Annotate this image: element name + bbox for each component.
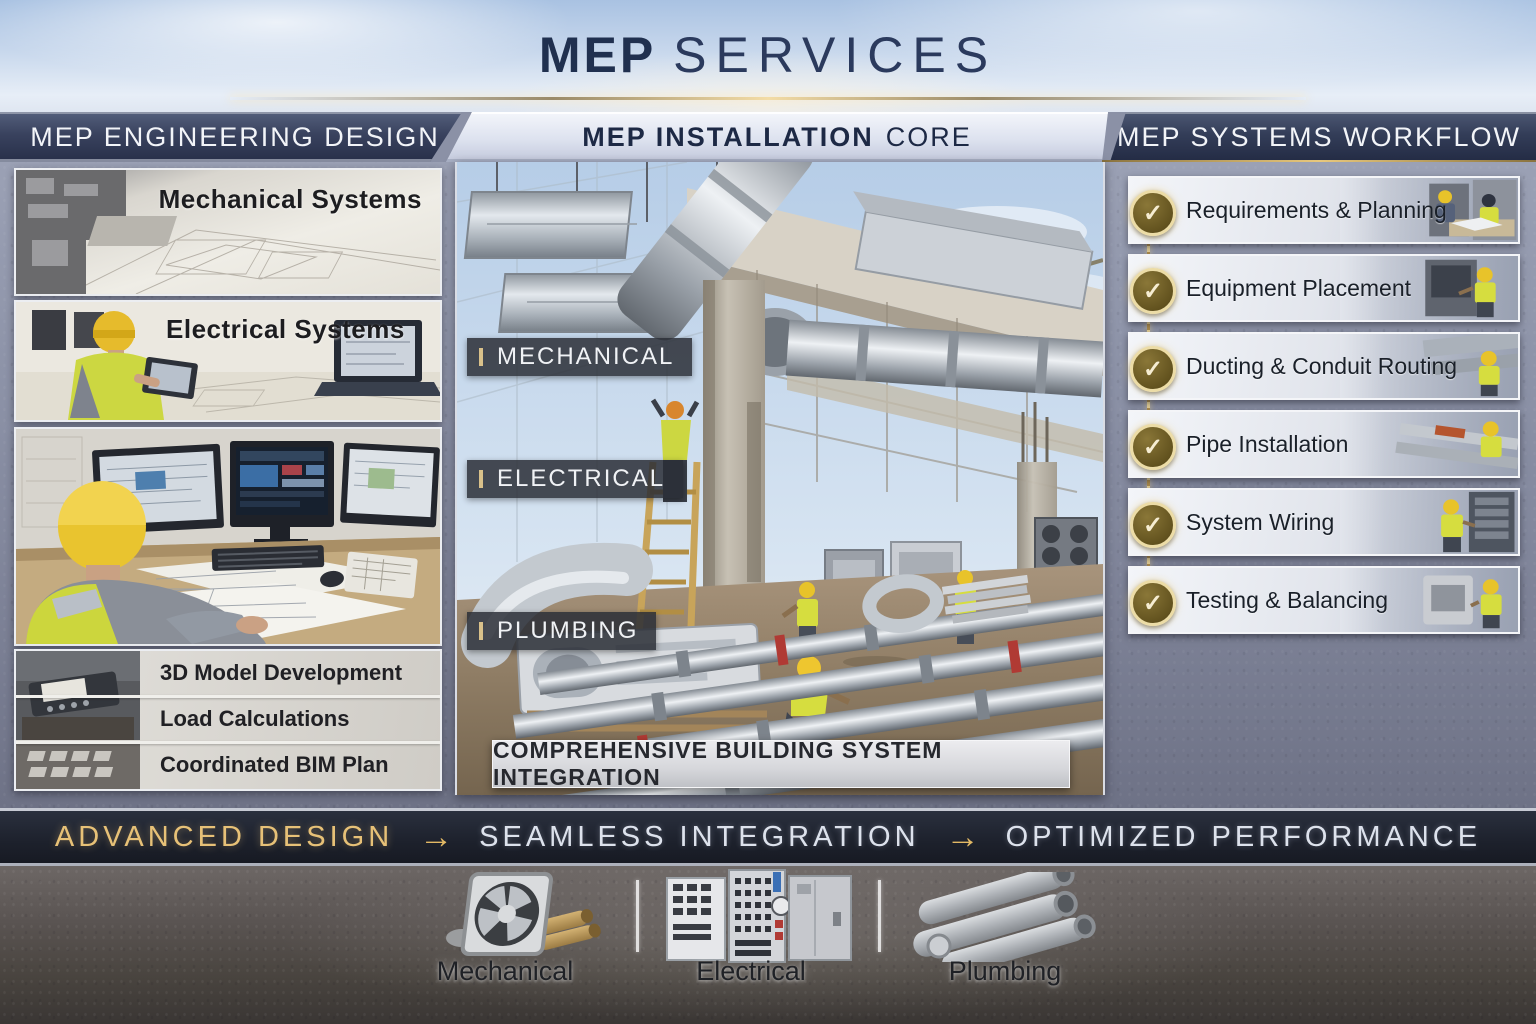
tag-label: ELECTRICAL [497, 465, 666, 492]
workflow-item-label: Pipe Installation [1186, 430, 1349, 457]
workflow-item-label: Testing & Balancing [1186, 586, 1389, 613]
deliverable-load-calculations: Load Calculations [144, 697, 440, 741]
check-icon: ✓ [1130, 190, 1176, 236]
icon-label-mechanical: Mechanical [436, 956, 574, 986]
deliverable-label: Coordinated BIM Plan [160, 752, 389, 777]
tag-tick-icon [479, 470, 483, 488]
workstation-illustration [16, 429, 440, 644]
panel-design-deliverables: 3D Model Development Load Calculations C… [14, 649, 442, 791]
panel-title-mechanical-systems: Mechanical Systems [158, 184, 422, 214]
title-light: SERVICES [673, 27, 998, 83]
deliverable-3d-model: 3D Model Development [144, 651, 440, 695]
workflow-item-photo [1339, 490, 1518, 554]
check-icon: ✓ [1130, 502, 1176, 548]
check-glyph: ✓ [1142, 589, 1164, 617]
panel-mechanical-systems: Mechanical Systems [14, 168, 442, 296]
workflow-item-label: Requirements & Planning [1186, 196, 1447, 223]
thumbnail-bim-grid [16, 743, 140, 789]
workflow-item-label: System Wiring [1186, 508, 1335, 535]
tag-tick-icon [479, 348, 483, 366]
icon-separator [636, 880, 639, 952]
engineer-tablet-illustration [16, 302, 440, 420]
tag-electrical: ELECTRICAL [467, 460, 684, 498]
header-engineering-design: MEP ENGINEERING DESIGN [0, 112, 462, 162]
check-icon: ✓ [1130, 580, 1176, 626]
workflow-item-label: Ducting & Conduit Routing [1186, 352, 1458, 379]
check-glyph: ✓ [1142, 277, 1164, 305]
header-left-label: MEP ENGINEERING DESIGN [30, 121, 440, 152]
row-divider [16, 741, 440, 744]
deliverable-label: Load Calculations [160, 706, 350, 731]
icon-label-electrical: Electrical [696, 956, 806, 986]
tag-tick-icon [479, 622, 483, 640]
deliverable-label: 3D Model Development [160, 660, 403, 685]
panel-title-electrical-systems: Electrical Systems [166, 314, 405, 344]
tag-label: PLUMBING [497, 617, 639, 644]
workflow-item-pipe: Pipe Installation [1128, 410, 1520, 478]
workflow-item-photo [1339, 334, 1518, 398]
icon-label-plumbing: Plumbing [948, 956, 1062, 986]
tag-mechanical: MECHANICAL [467, 338, 693, 376]
flow-step-advanced-design: ADVANCED DESIGN [54, 820, 394, 853]
panel-electrical-systems: Electrical Systems [14, 300, 442, 422]
check-icon: ✓ [1130, 268, 1176, 314]
header-systems-workflow: MEP SYSTEMS WORKFLOW [1110, 112, 1536, 162]
header-gold-underline [1102, 160, 1536, 163]
check-glyph: ✓ [1142, 355, 1164, 383]
row-divider [16, 695, 440, 698]
process-flow-bar: ADVANCED DESIGN → SEAMLESS INTEGRATION →… [0, 808, 1536, 866]
workflow-item-photo [1339, 256, 1518, 320]
flow-arrow-icon: → [945, 818, 980, 856]
header-installation-core: MEP INSTALLATION CORE [446, 112, 1108, 162]
sky-banner [0, 0, 1536, 112]
check-glyph: ✓ [1142, 433, 1164, 461]
workflow-item-photo [1339, 568, 1518, 632]
workflow-item-label: Equipment Placement [1186, 274, 1412, 301]
title-divider [230, 97, 1306, 100]
flow-arrow-icon: → [419, 818, 454, 856]
page-title: MEP SERVICES [0, 26, 1536, 84]
tag-plumbing: PLUMBING [467, 612, 657, 650]
integration-banner-label: COMPREHENSIVE BUILDING SYSTEM INTEGRATIO… [493, 737, 943, 790]
header-center-bold: MEP INSTALLATION [582, 121, 874, 152]
icon-separator [878, 880, 881, 952]
flow-step-optimized-performance: OPTIMIZED PERFORMANCE [1005, 820, 1482, 853]
check-icon: ✓ [1130, 424, 1176, 470]
check-icon: ✓ [1130, 346, 1176, 392]
workflow-item-equipment: Equipment Placement [1128, 254, 1520, 322]
header-right-label: MEP SYSTEMS WORKFLOW [1116, 121, 1522, 152]
workflow-item-ducting: Ducting & Conduit Routing [1128, 332, 1520, 400]
check-glyph: ✓ [1142, 199, 1164, 227]
integration-banner: COMPREHENSIVE BUILDING SYSTEM INTEGRATIO… [492, 737, 1070, 790]
check-glyph: ✓ [1142, 511, 1164, 539]
control-panel-icon [665, 868, 855, 969]
workflow-item-wiring: System Wiring [1128, 488, 1520, 556]
workflow-item-photo [1339, 412, 1518, 476]
hvac-fan-icon [440, 872, 620, 963]
panel-engineer-workstation [14, 427, 442, 646]
header-center-light: CORE [885, 121, 972, 152]
workflow-item-requirements: Requirements & Planning [1128, 176, 1520, 244]
flow-step-seamless-integration: SEAMLESS INTEGRATION [479, 820, 920, 853]
tag-label: MECHANICAL [497, 343, 675, 370]
deliverable-bim-plan: Coordinated BIM Plan [144, 743, 440, 787]
blueprint-aerial-illustration [16, 170, 440, 294]
workflow-item-photo [1339, 178, 1518, 242]
pipes-icon [905, 862, 1105, 976]
title-bold: MEP [538, 27, 657, 83]
workflow-item-testing: Testing & Balancing [1128, 566, 1520, 634]
